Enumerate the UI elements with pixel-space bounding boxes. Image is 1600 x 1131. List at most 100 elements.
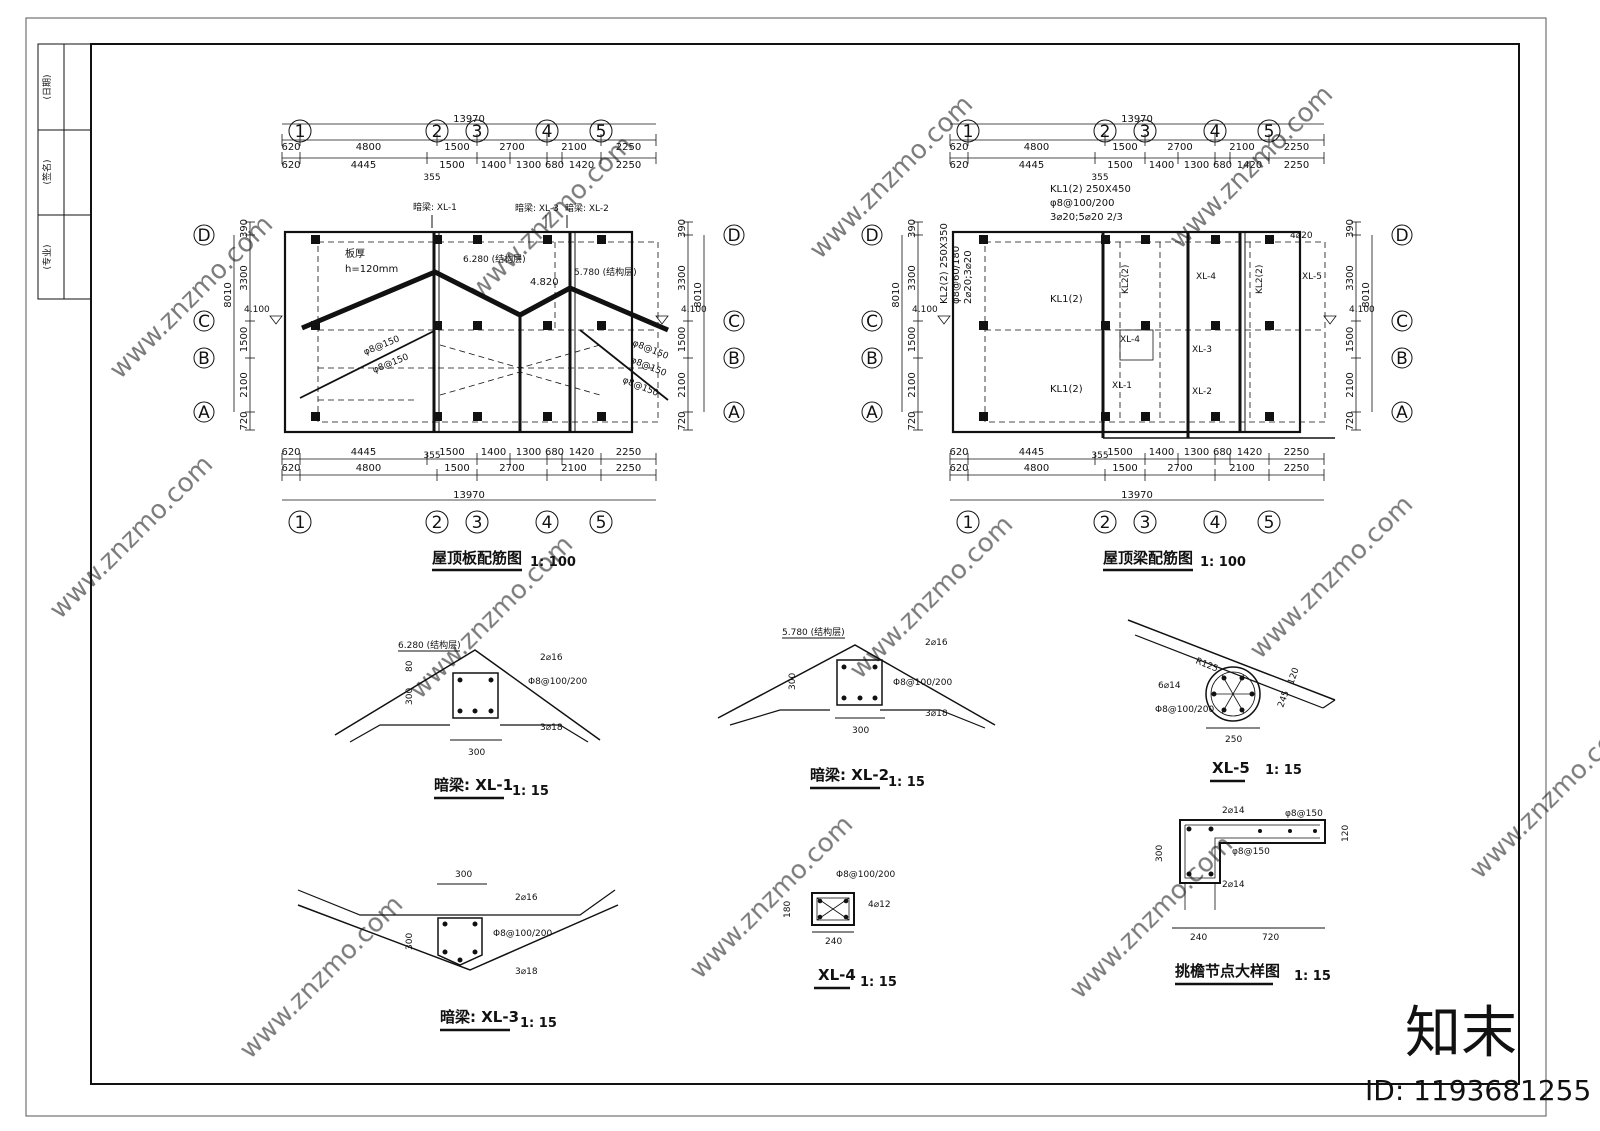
pb-row-bubble-l-C — [861, 310, 883, 332]
pb-column-C4 — [1211, 321, 1220, 330]
xl2-title: 暗梁: XL-2 — [810, 766, 889, 784]
xl1-dim-80: 80 — [405, 660, 415, 672]
pa-row-label-r-B: B — [728, 349, 740, 369]
pa-axis-label-bot-3: 3 — [472, 513, 483, 533]
watermark-id: ID: 1193681255 — [1365, 1074, 1591, 1107]
pa-dim-bot-2-5: 2250 — [616, 463, 641, 474]
xl1-bottom-bars: 3⌀18 — [540, 723, 563, 733]
pa-dim-bot-2-1: 4800 — [356, 463, 381, 474]
xl3-title: 暗梁: XL-3 — [440, 1008, 519, 1026]
pb-dim-top-1-1: 4800 — [1024, 142, 1049, 153]
valley-elev: 4.820 — [530, 277, 559, 288]
pb-dim-top-2-1: 4445 — [1019, 160, 1044, 171]
beam-label-xl4-top: XL-4 — [1196, 272, 1216, 282]
pa-row-bubble-l-A — [193, 401, 215, 423]
watermark-url-6: www.znzmo.com — [844, 510, 1019, 685]
xl1-width: 300 — [468, 748, 485, 758]
pa-column-A3 — [473, 412, 482, 421]
slab-thickness-value: h=120mm — [345, 264, 398, 275]
xl4-bars: 4⌀12 — [868, 900, 891, 910]
pb-row-label-l-B: B — [866, 349, 878, 369]
pb-dim-top-1-4: 2100 — [1229, 142, 1254, 153]
xl3-stirrup: Φ8@100/200 — [493, 929, 552, 939]
pb-dim-v-l-3: 2100 — [907, 372, 918, 397]
pa-dim-bot-1-4: 1300 — [516, 447, 541, 458]
pa-axis-label-top-4: 4 — [542, 122, 553, 142]
beam-label-xl5: XL-5 — [1302, 272, 1322, 282]
pa-axis-bubble-bot-3 — [465, 510, 489, 534]
pb-dim-top-2-7: 2250 — [1284, 160, 1309, 171]
pb-column-A1 — [979, 412, 988, 421]
pb-dim-bot-2-1: 4800 — [1024, 463, 1049, 474]
pb-axis-label-top-3: 3 — [1140, 122, 1151, 142]
eave-h120: 120 — [1341, 825, 1351, 842]
pb-dim-top-1-2: 1500 — [1112, 142, 1137, 153]
pa-column-C5 — [597, 321, 606, 330]
xl3-top-bars: 2⌀16 — [515, 893, 538, 903]
detail-xl2: 5.780 (结构层) 2⌀16 Φ8@100/200 3⌀18 300 300… — [717, 626, 996, 790]
xl5-scale: 1: 15 — [1265, 763, 1302, 778]
xl1-dim-300v: 300 — [405, 688, 415, 705]
eave-title: 挑檐节点大样图 — [1175, 962, 1280, 980]
xl3-dim-300v: 300 — [405, 933, 415, 950]
rebar-1: φ8@150 — [362, 334, 401, 358]
beam-label-kl1-top: KL1(2) — [1050, 294, 1083, 305]
pa-dim-bot-2-3: 2700 — [499, 463, 524, 474]
pa-dim-v-r-3: 2100 — [677, 372, 688, 397]
xl2-stirrup: Φ8@100/200 — [893, 678, 952, 688]
beam-tag-xl1: 暗梁: XL-1 — [413, 201, 457, 213]
pb-column-D3 — [1141, 235, 1150, 244]
pa-dim-v-l-2: 1500 — [239, 327, 250, 352]
pb-eave-l: 4.100 — [912, 305, 938, 315]
beam-tag-xl3: 暗梁: XL-3 — [515, 202, 559, 214]
xl1-top-bars: 2⌀16 — [540, 653, 563, 663]
pa-dim-top-1-4: 2100 — [561, 142, 586, 153]
pa-dim-bot-2-0: 620 — [281, 463, 300, 474]
pb-axis-label-bot-1: 1 — [963, 513, 974, 533]
pb-dim-bot-2-4: 2100 — [1229, 463, 1254, 474]
beam-label-xl2: XL-2 — [1192, 387, 1212, 397]
pa-row-bubble-r-D — [723, 224, 745, 246]
pa-column-A4 — [543, 412, 552, 421]
kl2-note-2: φ8@60/180 — [951, 246, 962, 304]
pa-axis-label-top-3: 3 — [472, 122, 483, 142]
pb-dim-top-2-4: 1300 — [1184, 160, 1209, 171]
pb-dim-v-l-0: 390 — [907, 219, 918, 238]
pb-dim-top-2-3: 1400 — [1149, 160, 1174, 171]
pb-eave-r: 4.100 — [1349, 305, 1375, 315]
pa-column-D1 — [311, 235, 320, 244]
pb-dim-v-r-0: 390 — [1345, 219, 1356, 238]
xl2-bottom-bars: 3⌀18 — [925, 709, 948, 719]
pa-dim-top-2-5: 680 — [545, 160, 564, 171]
eave-inner-bar: φ8@150 — [1232, 847, 1270, 857]
corner-note: 4⌀20 — [1290, 231, 1313, 241]
pa-axis-label-top-2: 2 — [432, 122, 443, 142]
pb-row-bubble-l-D — [861, 224, 883, 246]
plan-b-title: 屋顶梁配筋图 — [1103, 549, 1193, 567]
pb-dim-v-r-3: 2100 — [1345, 372, 1356, 397]
pa-axis-bubble-bot-5 — [589, 510, 613, 534]
pa-total-bot: 13970 — [453, 490, 485, 501]
pa-axis-bubble-top-2 — [425, 119, 449, 143]
pa-column-C4 — [543, 321, 552, 330]
detail-eave: 2⌀14 φ8@150 φ8@150 2⌀14 300 120 240 720 … — [1155, 806, 1351, 986]
pa-dim-v-r-4: 720 — [677, 411, 688, 430]
plan-b-scale: 1: 100 — [1200, 555, 1246, 570]
pa-dim-top-2-4: 1300 — [516, 160, 541, 171]
pb-total-v-r: 8010 — [1361, 282, 1372, 307]
xl1-scale: 1: 15 — [512, 784, 549, 799]
pb-dim-355-top: 355 — [1091, 173, 1108, 183]
pb-dim-355-bot: 355 — [1091, 451, 1108, 461]
pa-row-label-r-A: A — [728, 403, 740, 423]
slab-thickness-label: 板厚 — [345, 247, 365, 260]
pb-axis-label-bot-3: 3 — [1140, 513, 1151, 533]
kl1-note-1: KL1(2) 250X450 — [1050, 184, 1131, 195]
pa-column-D5 — [597, 235, 606, 244]
kl1-note-2: φ8@100/200 — [1050, 198, 1115, 209]
pa-axis-bubble-top-1 — [288, 119, 312, 143]
pa-dim-v-r-0: 390 — [677, 219, 688, 238]
pa-dim-top-1-2: 1500 — [444, 142, 469, 153]
